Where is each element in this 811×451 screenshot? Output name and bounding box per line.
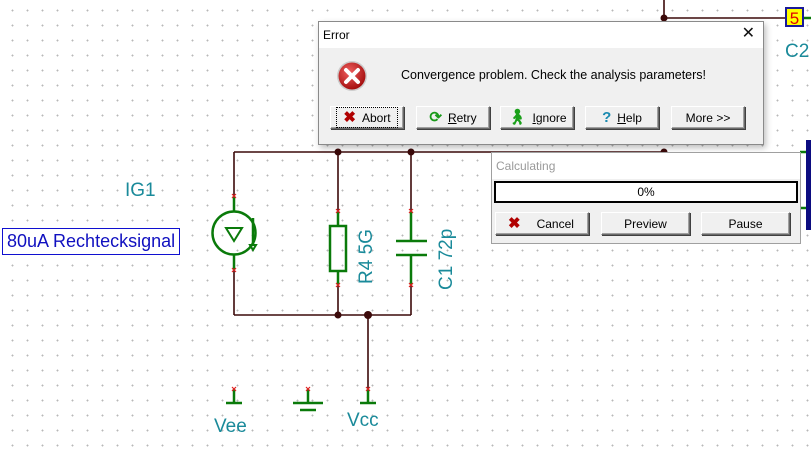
ignore-label: Ignore <box>532 110 567 125</box>
cancel-button[interactable]: ✖ Cancel <box>495 212 589 235</box>
abort-label: Abort <box>361 110 391 125</box>
pin-marker <box>335 282 341 288</box>
pin-marker <box>335 208 341 214</box>
pin-marker <box>305 386 311 392</box>
node-number-badge: 5 <box>785 7 804 28</box>
question-icon: ? <box>602 109 612 126</box>
resistor-label: R4 5G <box>356 229 377 284</box>
junction-dot <box>364 311 372 319</box>
progress-text: 0% <box>637 185 655 199</box>
pause-button[interactable]: Pause <box>701 212 790 235</box>
ground-symbol[interactable] <box>293 389 323 412</box>
junction-dot <box>407 148 415 156</box>
pin-marker <box>231 386 237 392</box>
more-label: More >> <box>685 110 731 125</box>
vcc-label: Vcc <box>347 410 379 431</box>
pause-label: Pause <box>728 216 763 231</box>
error-dialog: Error ✕ Convergence problem. Check the a… <box>318 21 764 145</box>
red-x-icon: ✖ <box>508 215 521 232</box>
pin-marker <box>408 282 414 288</box>
refresh-icon: ⟳ <box>429 109 442 126</box>
capacitor-label: C1 72p <box>436 229 457 290</box>
vee-label: Vee <box>214 416 247 437</box>
ignore-button[interactable]: 🚶︎ Ignore <box>500 106 574 129</box>
more-button[interactable]: More >> <box>671 106 745 129</box>
pin-marker <box>408 208 414 214</box>
source-value-label[interactable]: 80uA Rechtecksignal <box>2 228 181 255</box>
retry-label: Retry <box>447 110 477 125</box>
red-x-icon: ✖ <box>343 109 356 126</box>
preview-button[interactable]: Preview <box>601 212 690 235</box>
cancel-label: Cancel <box>536 216 574 231</box>
source-label: IG1 <box>125 180 156 201</box>
capacitor-c1[interactable] <box>396 211 427 285</box>
current-source-ig1[interactable] <box>211 196 258 270</box>
pin-marker <box>365 386 371 392</box>
offscreen-component-edge <box>806 140 811 230</box>
preview-label: Preview <box>624 216 667 231</box>
help-button[interactable]: ? Help <box>585 106 659 129</box>
vee-terminal[interactable] <box>226 389 242 405</box>
progress-bar: 0% <box>494 181 798 203</box>
walking-man-icon: 🚶︎ <box>507 109 527 126</box>
resistor-r4[interactable] <box>328 211 348 285</box>
calculating-titlebar[interactable]: Calculating <box>492 153 800 179</box>
help-label: Help <box>617 110 642 125</box>
junction-dot <box>334 148 342 156</box>
vcc-terminal[interactable] <box>360 389 376 405</box>
calculating-dialog: Calculating 0% ✖ Cancel Preview Pause <box>491 152 801 244</box>
calculating-title: Calculating <box>496 159 556 173</box>
pin-marker <box>231 267 237 273</box>
dialog-title: Error <box>323 28 350 42</box>
junction-dot <box>334 311 342 319</box>
error-icon <box>337 61 367 91</box>
close-icon[interactable]: ✕ <box>741 25 755 42</box>
retry-button[interactable]: ⟳ Retry <box>416 106 490 129</box>
dialog-titlebar[interactable]: Error ✕ <box>319 22 763 48</box>
junction-dot <box>660 14 668 22</box>
error-message: Convergence problem. Check the analysis … <box>401 68 707 82</box>
abort-button[interactable]: ✖ Abort <box>330 106 404 129</box>
c2-label: C2 <box>785 41 810 62</box>
pin-marker <box>231 193 237 199</box>
